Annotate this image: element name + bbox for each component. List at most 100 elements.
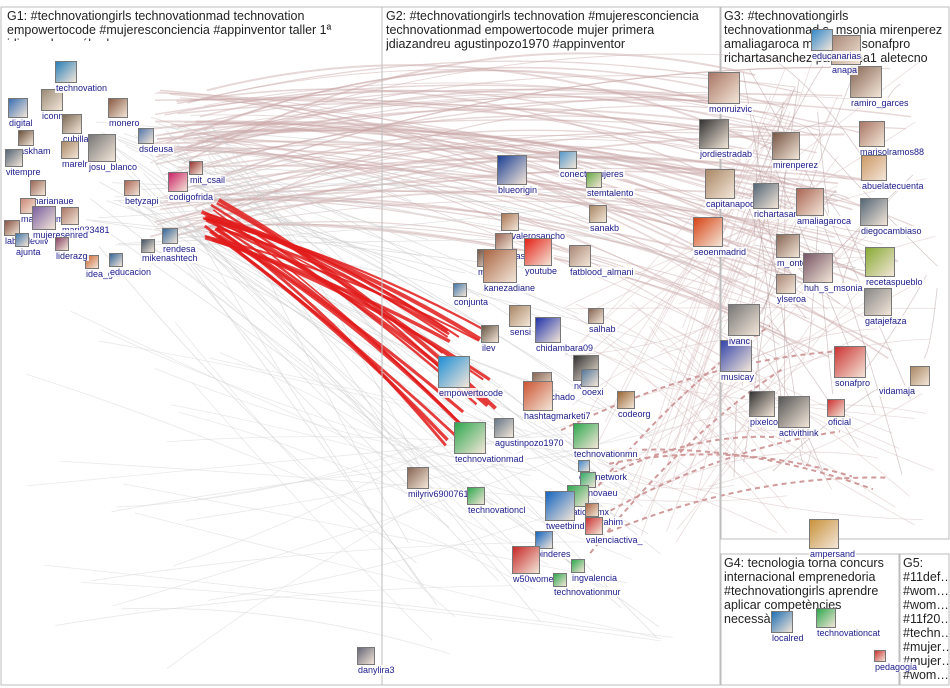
- node-avatar-lfahrahim[interactable]: [585, 503, 599, 517]
- node-avatar-technovationcl[interactable]: [467, 487, 485, 505]
- node-avatar-conectamujeres[interactable]: [559, 151, 577, 169]
- edge-g2-g3: [659, 235, 936, 353]
- node-avatar-mjvalerosancho[interactable]: [501, 213, 519, 231]
- edge-g1-g3: [155, 75, 797, 158]
- node-avatar-conjunta[interactable]: [453, 283, 467, 297]
- node-avatar-ingvalencia[interactable]: [571, 559, 585, 573]
- node-avatar-vidamaja[interactable]: [910, 366, 930, 386]
- edge-g1-g3: [194, 66, 831, 187]
- node-avatar-liderazg[interactable]: [55, 237, 69, 251]
- node-avatar-sensi[interactable]: [509, 305, 531, 327]
- node-avatar-ivanc[interactable]: [728, 304, 760, 336]
- node-avatar-betyzapi[interactable]: [124, 180, 140, 196]
- node-avatar-sonafpro[interactable]: [834, 346, 866, 378]
- node-avatar-w50women[interactable]: [512, 546, 540, 574]
- node-avatar-ilev[interactable]: [481, 325, 499, 343]
- node-avatar-seoenmadrid[interactable]: [693, 217, 723, 247]
- node-avatar-abuelatecuenta[interactable]: [861, 155, 887, 181]
- node-avatar-technovationmur[interactable]: [553, 573, 567, 587]
- node-avatar-danylira3[interactable]: [357, 647, 375, 665]
- node-label: w50women: [512, 574, 560, 584]
- node-avatar-iconmur[interactable]: [41, 89, 63, 111]
- node-label: betyzapi: [124, 196, 160, 206]
- node-avatar-educacion[interactable]: [109, 253, 123, 267]
- edge-g1-g2-low: [185, 426, 676, 521]
- node-avatar-educanarias[interactable]: [811, 29, 833, 51]
- node-avatar-marelr[interactable]: [61, 141, 79, 159]
- node-avatar-oficial[interactable]: [827, 399, 845, 417]
- node-avatar-pixelcoblog[interactable]: [749, 391, 775, 417]
- node-avatar-ajunta[interactable]: [15, 233, 29, 247]
- node-avatar-salhab[interactable]: [588, 308, 604, 324]
- node-avatar-labordeoliv[interactable]: [4, 220, 20, 236]
- node-avatar-technovationcat[interactable]: [816, 608, 836, 628]
- group-frame-g5: [899, 553, 950, 686]
- node-avatar-chidambara09[interactable]: [535, 317, 561, 343]
- node-avatar-mirenperez[interactable]: [772, 132, 800, 160]
- node-avatar-activithink[interactable]: [778, 396, 810, 428]
- node-avatar-codeorg[interactable]: [617, 391, 635, 409]
- node-avatar-binderes[interactable]: [535, 531, 553, 549]
- node-avatar-m-ontoba[interactable]: [776, 234, 800, 258]
- node-avatar-capitanapodcast[interactable]: [705, 169, 735, 199]
- node-avatar-youtube[interactable]: [524, 238, 552, 266]
- node-label: sonafpro: [834, 378, 872, 388]
- node-avatar-digital[interactable]: [8, 98, 28, 118]
- node-avatar-codigofrida[interactable]: [168, 172, 188, 192]
- node-label: youtube: [524, 266, 559, 276]
- node-avatar-tweetbinder[interactable]: [545, 491, 575, 521]
- node-avatar-recetaspueblo[interactable]: [865, 247, 895, 277]
- node-avatar-mit-csail[interactable]: [189, 161, 203, 175]
- edge-g1-g3: [166, 66, 785, 144]
- node-avatar-mikenashtech[interactable]: [141, 239, 155, 253]
- node-avatar-monruizvic[interactable]: [708, 72, 740, 104]
- node-avatar-gatajefaza[interactable]: [864, 288, 892, 316]
- node-avatar-agustinpozo1970[interactable]: [494, 418, 514, 438]
- node-label: monruizvic: [708, 104, 754, 114]
- edge-g3-internal: [766, 315, 859, 448]
- node-avatar-fatblood-almani[interactable]: [569, 245, 591, 267]
- node-avatar-localred[interactable]: [771, 611, 793, 633]
- node-avatar-cubillan[interactable]: [62, 114, 82, 134]
- node-avatar-pedagogia[interactable]: [874, 650, 886, 662]
- edge-g2-g3: [581, 149, 787, 425]
- node-avatar-sanakb[interactable]: [589, 205, 607, 223]
- node-avatar-empowertocode[interactable]: [438, 356, 470, 388]
- node-avatar-dsdeusa[interactable]: [138, 128, 154, 144]
- node-avatar-technovation[interactable]: [55, 61, 77, 83]
- node-avatar-mujeresenred[interactable]: [32, 206, 56, 230]
- node-avatar-hashtagmarketi7[interactable]: [523, 381, 553, 411]
- node-avatar-rendesa[interactable]: [162, 228, 178, 244]
- node-avatar-technovationmn[interactable]: [573, 423, 599, 449]
- node-avatar-josu-blanco[interactable]: [88, 134, 116, 162]
- node-avatar-stemtalento[interactable]: [586, 172, 602, 188]
- node-avatar-vitempre[interactable]: [5, 149, 23, 167]
- node-avatar-mari033481[interactable]: [61, 207, 79, 225]
- node-avatar-ampersand[interactable]: [809, 519, 839, 549]
- node-avatar-technovationmad[interactable]: [454, 422, 486, 454]
- edge-dashed: [608, 476, 888, 534]
- node-label: ilev: [481, 343, 497, 353]
- node-avatar-marianaue[interactable]: [30, 180, 46, 196]
- node-avatar-askham[interactable]: [18, 130, 34, 146]
- edge-g1-g2-low: [173, 420, 481, 567]
- node-avatar-kanezadiane[interactable]: [483, 249, 517, 283]
- edge-g2-g3: [681, 484, 924, 521]
- node-avatar-ylseroa[interactable]: [776, 274, 796, 294]
- node-avatar-valenciactiva-[interactable]: [585, 517, 603, 535]
- node-avatar-milyriv69007614[interactable]: [407, 467, 429, 489]
- node-avatar-huh-s-msonia[interactable]: [803, 253, 833, 283]
- node-avatar-amaliagaroca[interactable]: [796, 188, 824, 216]
- node-avatar-monero[interactable]: [108, 98, 128, 118]
- node-avatar-blueorigin[interactable]: [497, 155, 527, 185]
- edge-g2-g3: [662, 232, 872, 458]
- node-avatar-marisolramos88[interactable]: [859, 121, 885, 147]
- node-avatar-jordiestradab[interactable]: [699, 119, 729, 149]
- node-label: musicay: [720, 372, 756, 382]
- node-avatar-richartasanchez[interactable]: [753, 183, 779, 209]
- node-avatar-diegocambiaso[interactable]: [860, 198, 888, 226]
- node-avatar-ooexi[interactable]: [581, 369, 599, 387]
- node-label: salhab: [588, 324, 617, 334]
- edge-g2-g3: [597, 462, 778, 534]
- node-avatar-owenetwork[interactable]: [578, 460, 590, 472]
